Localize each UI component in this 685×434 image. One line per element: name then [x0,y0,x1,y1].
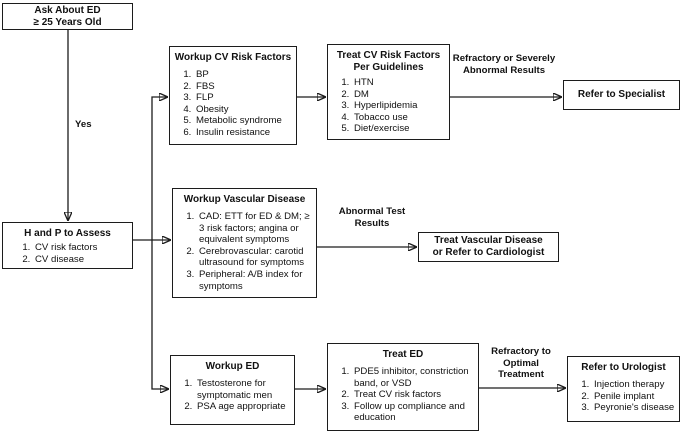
list-item: CV disease [33,254,130,266]
node-title: Treat ED [382,349,424,360]
list-item: PSA age appropriate [195,401,292,413]
list-item: Follow up compliance and education [352,401,476,424]
list-item: Treat CV risk factors [352,389,476,401]
list-item: CAD: ETT for ED & DM; ≥ 3 risk factors; … [197,211,314,246]
node-title: Refer to Urologist [581,362,666,373]
list-item: Metabolic syndrome [194,115,294,127]
node-workup-cv-risk-factors: Workup CV Risk Factors BP FBS FLP Obesit… [169,46,297,145]
list-item: FLP [194,92,294,104]
node-list: CAD: ETT for ED & DM; ≥ 3 risk factors; … [173,211,316,292]
edge-trunk-to-workup-ed [151,240,169,389]
edge-label-refractory-severe: Refractory or Severely Abnormal Results [452,53,556,76]
node-title: Refer to Specialist [577,89,666,100]
node-workup-vascular-disease: Workup Vascular Disease CAD: ETT for ED … [172,188,317,298]
list-item: Peripheral: A/B index for symptoms [197,269,314,292]
node-title: Workup ED [205,361,260,372]
list-item: Cerebrovascular: carotid ultrasound for … [197,246,314,269]
node-title-line: or Refer to Cardiologist [432,247,545,258]
list-item: Peyronie's disease [592,402,677,414]
edge-trunk-to-workup-cv [151,97,168,240]
node-title-line: Ask About ED [34,4,101,16]
node-list: BP FBS FLP Obesity Metabolic syndrome In… [170,69,296,139]
node-list: CV risk factors CV disease [3,242,132,265]
list-item: HTN [352,77,447,89]
node-title-line: ≥ 25 Years Old [33,16,102,28]
node-treat-ed: Treat ED PDE5 inhibitor, constriction ba… [327,343,479,431]
list-item: Insulin resistance [194,127,294,139]
edge-label-yes: Yes [75,119,92,130]
list-item: Diet/exercise [352,123,447,135]
list-item: Testosterone for symptomatic men [195,378,292,401]
node-workup-ed: Workup ED Testosterone for symptomatic m… [170,355,295,425]
edge-label-abnormal-test: Abnormal Test Results [338,206,406,229]
node-ask-about-ed: Ask About ED ≥ 25 Years Old [2,3,133,30]
node-treat-vascular-disease: Treat Vascular Disease or Refer to Cardi… [418,232,559,262]
node-refer-to-specialist: Refer to Specialist [563,80,680,110]
list-item: CV risk factors [33,242,130,254]
list-item: Tobacco use [352,112,447,124]
list-item: DM [352,89,447,101]
node-list: Injection therapy Penile implant Peyroni… [568,379,679,414]
list-item: PDE5 inhibitor, constriction band, or VS… [352,366,476,389]
node-title-line2: Per Guidelines [353,62,424,73]
node-title: Workup Vascular Disease [183,194,306,205]
node-h-and-p: H and P to Assess CV risk factors CV dis… [2,222,133,269]
node-list: HTN DM Hyperlipidemia Tobacco use Diet/e… [328,77,449,135]
node-title: Treat CV Risk Factors [336,50,441,61]
node-treat-cv-risk-factors: Treat CV Risk Factors Per Guidelines HTN… [327,44,450,140]
list-item: Penile implant [592,391,677,403]
list-item: Hyperlipidemia [352,100,447,112]
edge-label-refractory-optimal: Refractory to Optimal Treatment [491,346,551,381]
list-item: FBS [194,81,294,93]
list-item: BP [194,69,294,81]
list-item: Injection therapy [592,379,677,391]
node-title-line: Treat Vascular Disease [434,235,543,246]
list-item: Obesity [194,104,294,116]
node-title: Workup CV Risk Factors [174,52,292,63]
node-list: Testosterone for symptomatic men PSA age… [171,378,294,413]
node-title: H and P to Assess [24,228,111,239]
node-list: PDE5 inhibitor, constriction band, or VS… [328,366,478,424]
node-refer-to-urologist: Refer to Urologist Injection therapy Pen… [567,356,680,422]
